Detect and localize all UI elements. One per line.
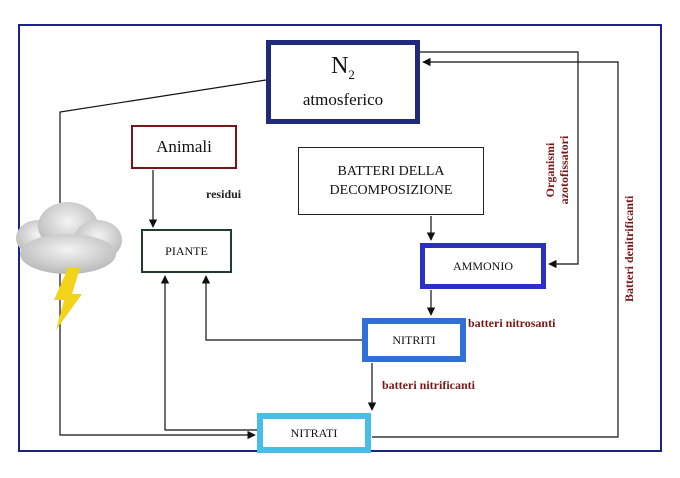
label-batteri-denitrificanti: Batteri denitrificanti — [622, 195, 636, 302]
node-nitriti: NITRITI — [362, 318, 466, 362]
node-animali: Animali — [131, 125, 237, 169]
node-ammonio: AMMONIO — [420, 243, 546, 289]
label-batteri-nitrificanti: batteri nitrificanti — [382, 378, 475, 392]
n2-subscript: 2 — [348, 66, 355, 82]
arrow-nitriti-to-piante — [201, 275, 362, 341]
node-nitrati: NITRATI — [257, 413, 371, 453]
batteri-line1: BATTERI DELLA — [337, 164, 445, 179]
arrow-nitrati-to-n2 — [372, 57, 619, 438]
lightning-icon — [54, 268, 82, 330]
node-piante: PIANTE — [141, 229, 232, 273]
label-batteri-nitrosanti: batteri nitrosanti — [468, 316, 556, 330]
n2-symbol: N — [331, 52, 349, 79]
storm-cloud-icon — [16, 202, 122, 330]
arrow-n2-to-ammonio — [420, 51, 579, 269]
organismi-line2: azotofissatori — [557, 135, 571, 205]
node-batteri-decomposizione: BATTERI DELLA DECOMPOSIZIONE — [298, 147, 484, 215]
n2-subtitle: atmosferico — [302, 90, 384, 110]
label-organismi-azotofissatori: Organismi azotofissatori — [543, 110, 571, 230]
node-n2-atmosferico: N2 atmosferico — [266, 40, 420, 124]
label-residui: residui — [206, 187, 242, 201]
arrow-nitrati-to-piante — [160, 275, 257, 431]
batteri-line2: DECOMPOSIZIONE — [329, 183, 453, 198]
organismi-line1: Organismi — [543, 142, 557, 198]
